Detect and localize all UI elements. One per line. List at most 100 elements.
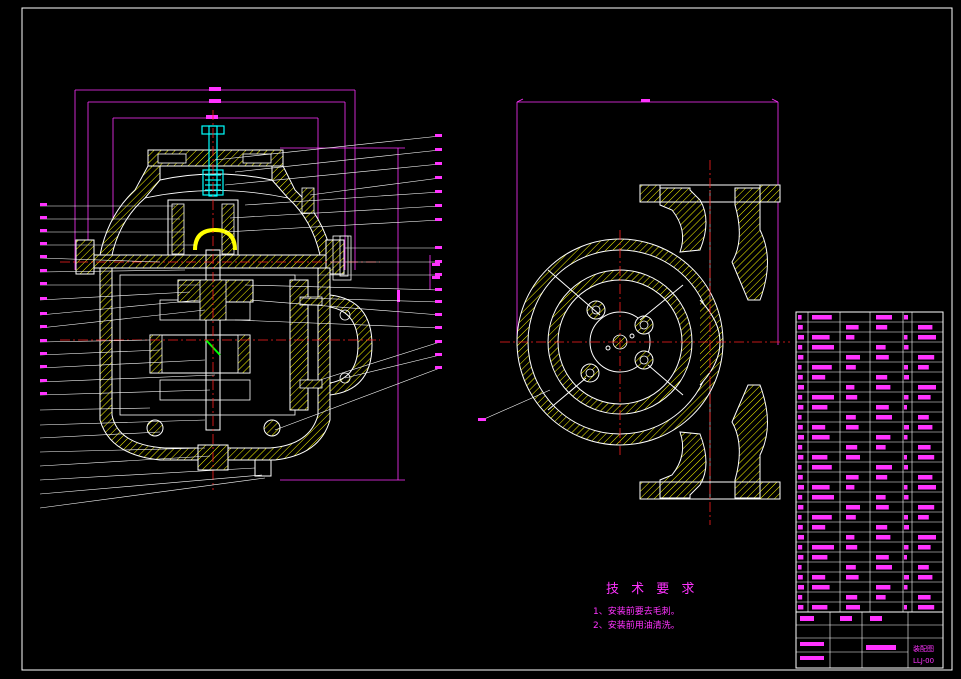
parts-cell-mark <box>846 395 858 400</box>
parts-cell-mark <box>918 415 929 420</box>
parts-cell-mark <box>918 485 936 490</box>
parts-cell-mark <box>798 355 804 360</box>
tech-requirement-2: 2、安装前用油清洗。 <box>593 621 680 631</box>
parts-cell-mark <box>876 535 891 540</box>
parts-cell-mark <box>876 435 891 440</box>
leader-lines-left <box>39 205 266 509</box>
parts-cell-mark <box>846 565 856 570</box>
drawing-number: LLJ-00 <box>913 657 935 665</box>
title-block <box>795 611 944 669</box>
parts-cell-mark <box>904 585 908 590</box>
parts-cell-mark <box>876 475 888 480</box>
parts-cell-mark <box>846 505 860 510</box>
parts-cell-mark <box>876 375 888 380</box>
balloon-markers-left <box>40 203 47 395</box>
parts-cell-mark <box>846 425 859 430</box>
parts-cell-mark <box>876 465 892 470</box>
parts-cell-mark <box>876 525 888 530</box>
parts-cell-mark <box>918 475 933 480</box>
parts-cell-mark <box>798 395 803 400</box>
parts-cell-mark <box>846 445 858 450</box>
parts-cell-mark <box>876 585 891 590</box>
parts-cell-mark <box>904 405 907 410</box>
parts-cell-mark <box>904 515 908 520</box>
parts-cell-mark <box>798 515 802 520</box>
parts-cell-mark <box>798 385 804 390</box>
parts-cell-mark <box>812 515 832 520</box>
parts-list-table <box>795 311 944 613</box>
parts-cell-mark <box>812 605 828 610</box>
top-view <box>478 98 790 525</box>
parts-cell-mark <box>846 415 856 420</box>
parts-cell-mark <box>812 465 832 470</box>
parts-cell-mark <box>918 335 936 340</box>
drawing-frame <box>21 7 953 671</box>
parts-cell-mark <box>846 485 855 490</box>
parts-cell-mark <box>904 555 907 560</box>
parts-cell-mark <box>798 605 804 610</box>
parts-cell-mark <box>798 325 803 330</box>
parts-cell-mark <box>904 375 909 380</box>
parts-cell-mark <box>904 495 909 500</box>
parts-cell-mark <box>918 595 931 600</box>
parts-cell-mark <box>846 595 858 600</box>
parts-cell-mark <box>846 365 856 370</box>
parts-cell-mark <box>798 545 803 550</box>
parts-cell-mark <box>812 525 826 530</box>
parts-cell-mark <box>798 405 804 410</box>
parts-cell-mark <box>918 575 933 580</box>
parts-cell-mark <box>876 415 892 420</box>
parts-cell-mark <box>846 535 855 540</box>
parts-cell-mark <box>876 495 886 500</box>
parts-cell-mark <box>798 445 803 450</box>
parts-cell-mark <box>846 605 860 610</box>
parts-cell-mark <box>846 325 859 330</box>
parts-cell-mark <box>812 395 834 400</box>
parts-cell-mark <box>876 445 886 450</box>
parts-cell-mark <box>846 385 855 390</box>
parts-cell-mark <box>798 585 804 590</box>
parts-cell-mark <box>798 315 802 320</box>
parts-cell-mark <box>798 495 803 500</box>
parts-cell-mark <box>798 415 802 420</box>
parts-cell-mark <box>798 555 804 560</box>
parts-cell-mark <box>812 555 828 560</box>
parts-cell-mark <box>904 395 909 400</box>
parts-cell-mark <box>918 445 931 450</box>
parts-cell-mark <box>812 345 834 350</box>
parts-cell-mark <box>876 385 891 390</box>
parts-cell-mark <box>798 475 803 480</box>
parts-cell-mark <box>918 605 935 610</box>
parts-cell-mark <box>904 435 908 440</box>
parts-cell-mark <box>904 485 908 490</box>
parts-cell-mark <box>918 565 929 570</box>
parts-cell-mark <box>798 505 804 510</box>
parts-cell-mark <box>904 315 908 320</box>
section-view <box>60 87 440 490</box>
parts-cell-mark <box>812 365 832 370</box>
parts-cell-mark <box>798 485 804 490</box>
parts-cell-mark <box>798 465 802 470</box>
parts-cell-mark <box>918 355 935 360</box>
parts-cell-mark <box>918 385 936 390</box>
parts-cell-mark <box>876 505 889 510</box>
parts-cell-mark <box>918 325 933 330</box>
parts-cell-mark <box>904 575 909 580</box>
parts-cell-mark <box>812 335 830 340</box>
tech-requirements-title: 技 术 要 求 <box>606 582 699 597</box>
parts-cell-mark <box>904 345 909 350</box>
parts-cell-mark <box>876 315 892 320</box>
parts-cell-mark <box>846 475 859 480</box>
parts-cell-mark <box>846 355 860 360</box>
parts-cell-mark <box>798 425 803 430</box>
parts-cell-mark <box>918 425 933 430</box>
parts-cell-mark <box>904 545 909 550</box>
leader-lines-right <box>214 135 441 431</box>
parts-cell-mark <box>812 435 830 440</box>
parts-cell-mark <box>904 335 908 340</box>
parts-cell-mark <box>876 405 889 410</box>
parts-cell-mark <box>812 405 828 410</box>
parts-cell-mark <box>876 355 889 360</box>
parts-cell-mark <box>876 565 892 570</box>
